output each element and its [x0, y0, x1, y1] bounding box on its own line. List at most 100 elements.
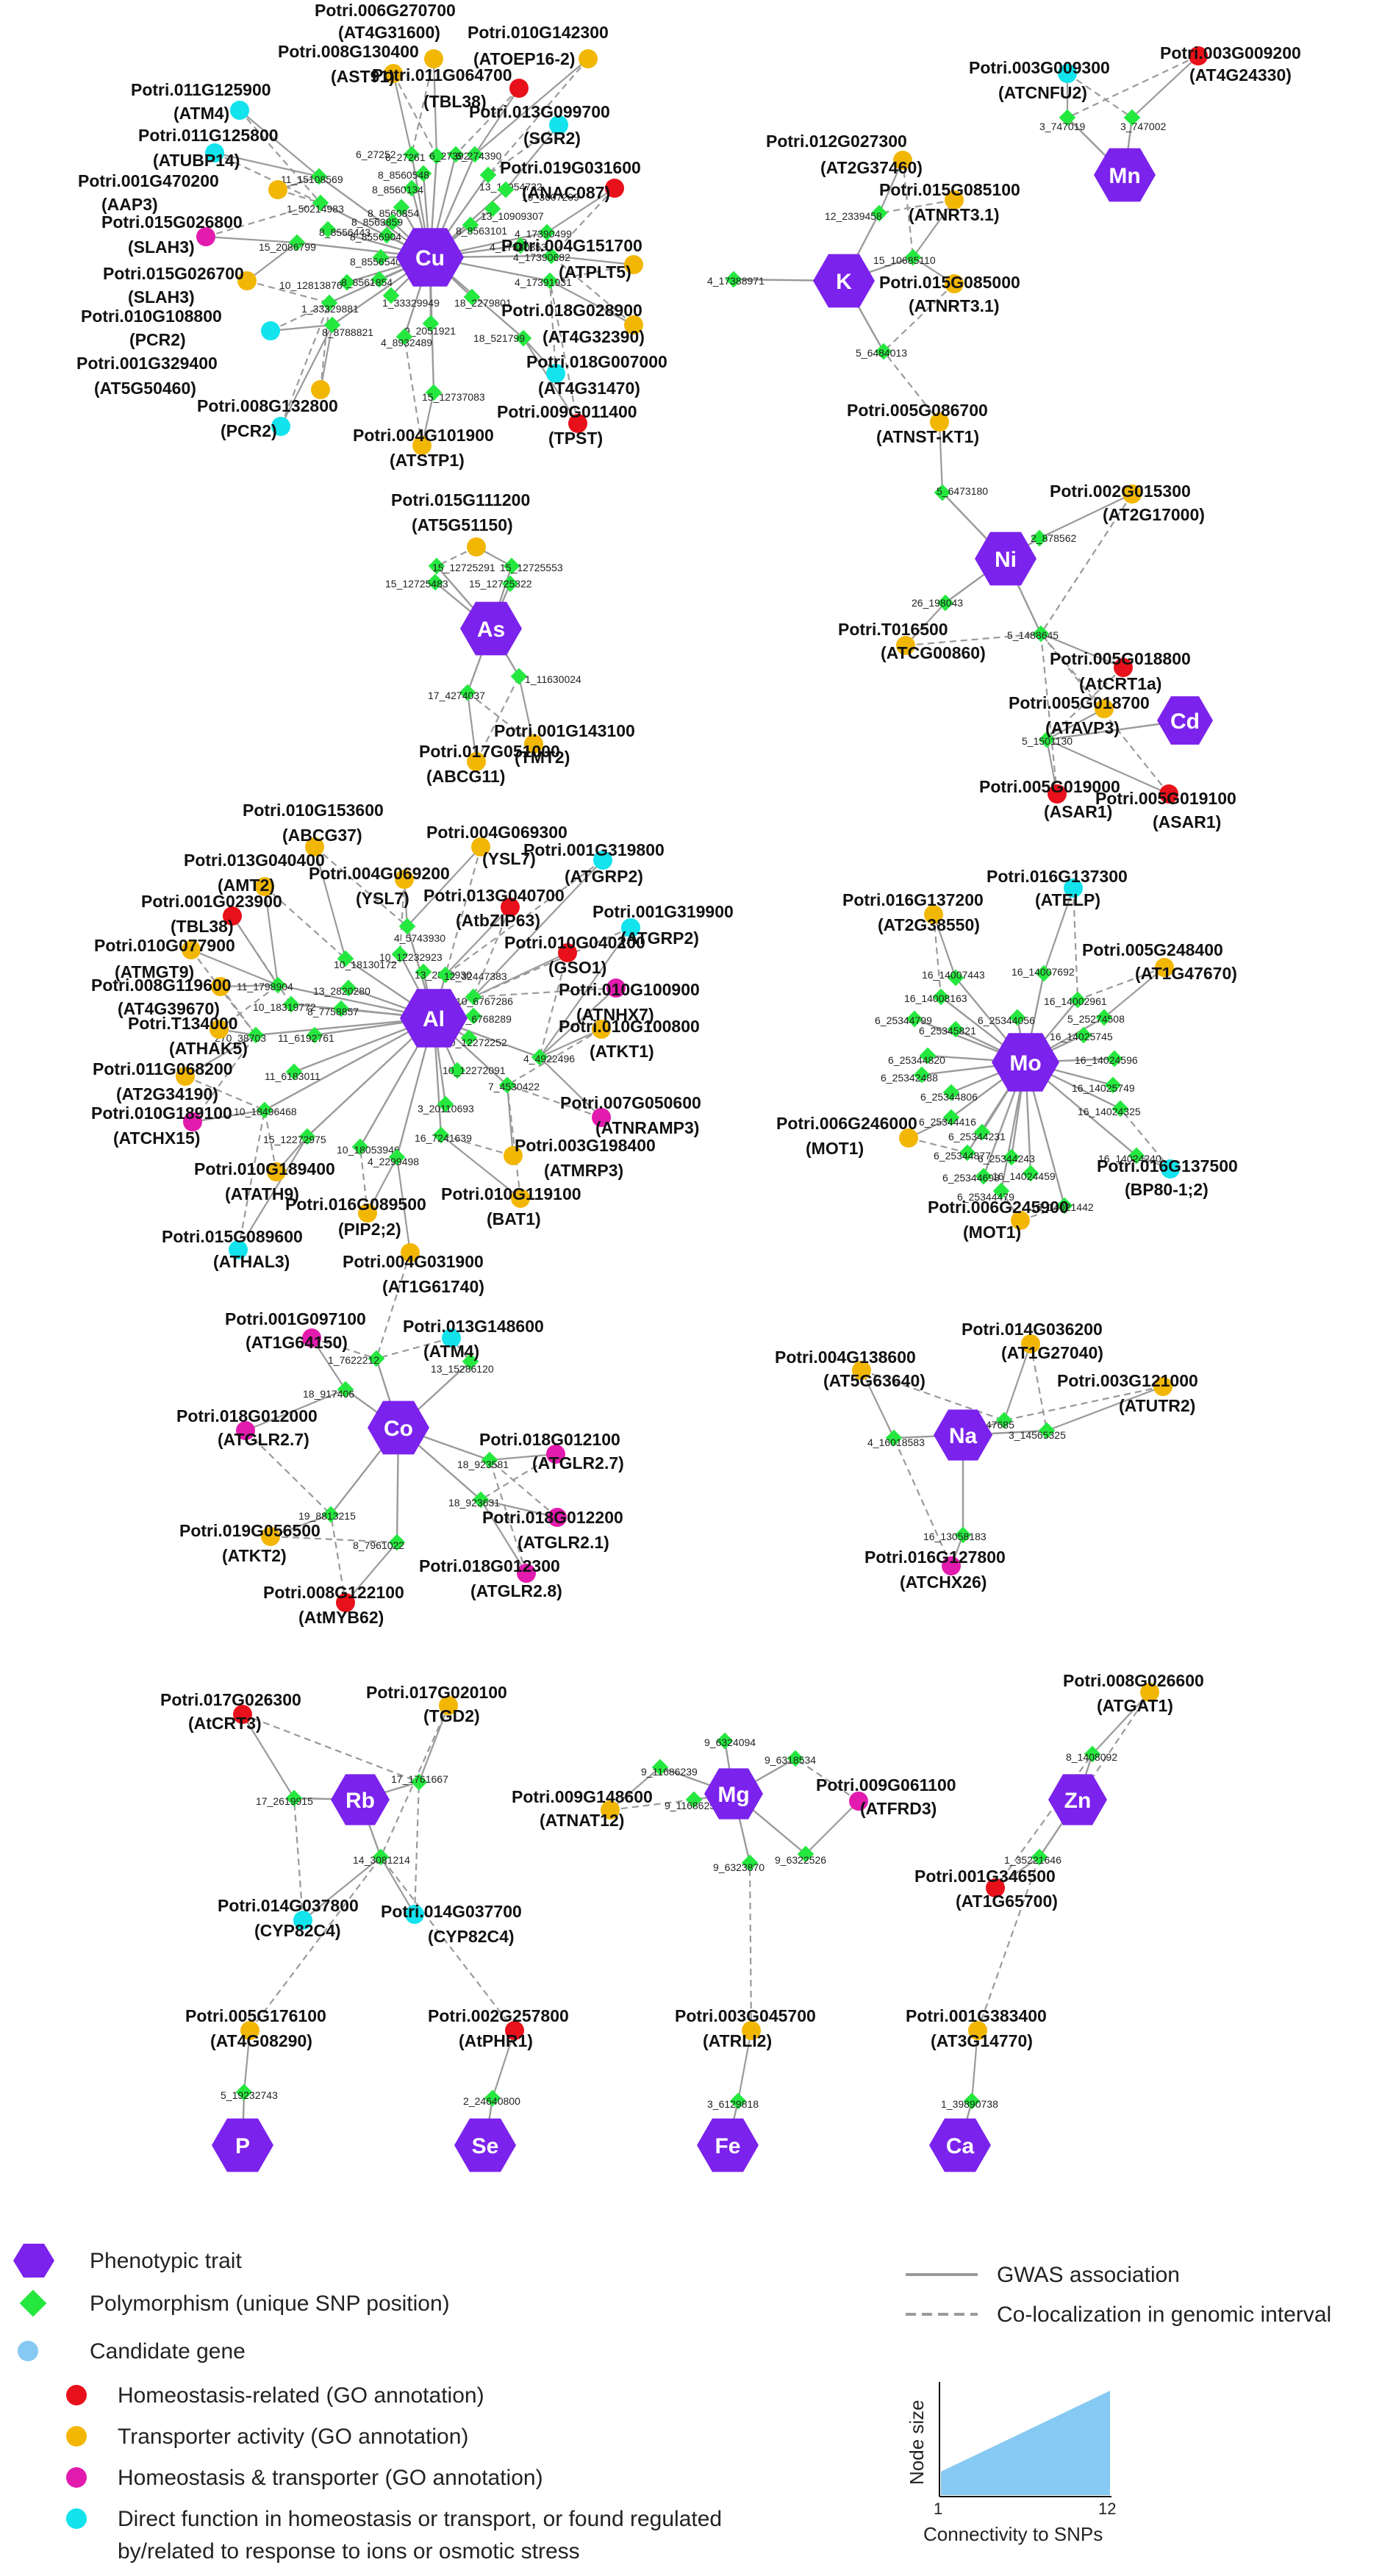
snp-diamond[interactable]: [298, 1128, 316, 1145]
snp-diamond[interactable]: [942, 1109, 960, 1126]
trait-hexagon-se[interactable]: [454, 2118, 516, 2172]
snp-diamond[interactable]: [481, 1451, 498, 1469]
snp-diamond[interactable]: [503, 557, 520, 575]
gene-node[interactable]: [176, 1067, 195, 1086]
snp-diamond[interactable]: [395, 328, 413, 346]
snp-diamond[interactable]: [370, 271, 388, 288]
snp-diamond[interactable]: [415, 963, 432, 981]
snp-diamond[interactable]: [384, 213, 401, 231]
snp-diamond[interactable]: [937, 594, 954, 612]
snp-diamond[interactable]: [351, 1138, 369, 1156]
snp-diamond[interactable]: [282, 995, 300, 1013]
gene-node[interactable]: [558, 943, 577, 962]
snp-diamond[interactable]: [1035, 965, 1053, 982]
snp-diamond[interactable]: [947, 969, 964, 987]
gene-node[interactable]: [182, 940, 201, 959]
snp-diamond[interactable]: [437, 966, 454, 984]
snp-diamond[interactable]: [919, 1047, 937, 1065]
snp-diamond[interactable]: [448, 1062, 466, 1079]
gene-node[interactable]: [546, 1445, 565, 1464]
gene-node[interactable]: [945, 274, 964, 293]
snp-diamond[interactable]: [465, 1007, 482, 1025]
snp-diamond[interactable]: [337, 950, 354, 967]
snp-diamond[interactable]: [1038, 1422, 1056, 1439]
gene-node[interactable]: [424, 49, 443, 68]
gene-node[interactable]: [210, 1020, 229, 1039]
snp-diamond[interactable]: [541, 272, 559, 290]
snp-diamond[interactable]: [875, 343, 892, 360]
gene-node[interactable]: [1161, 1159, 1180, 1178]
snp-diamond[interactable]: [484, 200, 501, 218]
snp-diamond[interactable]: [1075, 1026, 1092, 1044]
snp-diamond[interactable]: [510, 668, 528, 685]
gene-node[interactable]: [1021, 1334, 1040, 1353]
snp-diamond[interactable]: [459, 684, 476, 701]
snp-diamond[interactable]: [378, 226, 395, 244]
snp-diamond[interactable]: [906, 1010, 923, 1028]
gene-node[interactable]: [899, 1128, 918, 1148]
gene-node[interactable]: [196, 227, 215, 246]
snp-diamond[interactable]: [410, 1773, 428, 1791]
snp-diamond[interactable]: [1095, 1009, 1113, 1026]
snp-diamond[interactable]: [1104, 1076, 1122, 1094]
gene-node[interactable]: [1064, 879, 1083, 898]
trait-hexagon-k[interactable]: [813, 254, 875, 308]
gene-node[interactable]: [395, 870, 414, 889]
gene-node[interactable]: [579, 49, 598, 68]
snp-diamond[interactable]: [515, 329, 532, 347]
snp-diamond[interactable]: [312, 194, 329, 212]
gene-node[interactable]: [336, 1593, 355, 1612]
gene-node[interactable]: [237, 271, 257, 290]
gene-node[interactable]: [624, 315, 643, 334]
gene-node[interactable]: [467, 537, 486, 557]
snp-diamond[interactable]: [1022, 1164, 1039, 1182]
snp-diamond[interactable]: [321, 294, 338, 312]
trait-hexagon-mg[interactable]: [704, 1768, 763, 1820]
gene-node[interactable]: [606, 978, 626, 998]
snp-diamond[interactable]: [393, 198, 410, 216]
gene-node[interactable]: [1155, 958, 1174, 977]
snp-diamond[interactable]: [425, 384, 443, 401]
gene-node[interactable]: [592, 1020, 611, 1039]
trait-hexagon-rb[interactable]: [331, 1774, 390, 1825]
snp-diamond[interactable]: [1032, 625, 1050, 643]
gene-node[interactable]: [223, 906, 242, 926]
snp-diamond[interactable]: [472, 1491, 490, 1509]
gene-node[interactable]: [930, 412, 949, 432]
gene-node[interactable]: [945, 190, 964, 210]
snp-diamond[interactable]: [531, 1048, 548, 1066]
gene-node[interactable]: [230, 101, 249, 120]
snp-diamond[interactable]: [332, 1000, 350, 1017]
gene-node[interactable]: [504, 1146, 523, 1165]
snp-diamond[interactable]: [904, 248, 922, 266]
snp-diamond[interactable]: [460, 1029, 478, 1047]
gene-node[interactable]: [183, 1112, 202, 1131]
snp-diamond[interactable]: [797, 1845, 814, 1863]
gene-node[interactable]: [1048, 784, 1067, 804]
snp-diamond[interactable]: [462, 1353, 479, 1370]
gene-node[interactable]: [229, 1240, 248, 1259]
gene-node[interactable]: [261, 321, 280, 340]
gene-node[interactable]: [261, 1527, 280, 1546]
gene-node[interactable]: [1058, 64, 1077, 83]
snp-diamond[interactable]: [685, 1791, 703, 1808]
gene-node[interactable]: [501, 898, 520, 917]
gene-node[interactable]: [268, 180, 287, 199]
snp-diamond[interactable]: [954, 1526, 972, 1544]
gene-node[interactable]: [968, 2021, 987, 2040]
gene-node[interactable]: [311, 380, 330, 399]
snp-diamond[interactable]: [741, 1854, 759, 1872]
snp-diamond[interactable]: [391, 945, 409, 963]
gene-node[interactable]: [405, 1905, 424, 1924]
gene-node[interactable]: [358, 1203, 377, 1223]
gene-node[interactable]: [293, 1911, 312, 1930]
gene-node[interactable]: [849, 1792, 868, 1811]
gene-node[interactable]: [471, 837, 490, 856]
snp-diamond[interactable]: [322, 1506, 340, 1523]
gene-node[interactable]: [601, 1800, 620, 1820]
trait-hexagon-mo[interactable]: [992, 1033, 1059, 1092]
snp-diamond[interactable]: [382, 287, 400, 304]
snp-diamond[interactable]: [932, 988, 950, 1006]
snp-diamond[interactable]: [1084, 1745, 1101, 1763]
gene-node[interactable]: [205, 143, 224, 162]
